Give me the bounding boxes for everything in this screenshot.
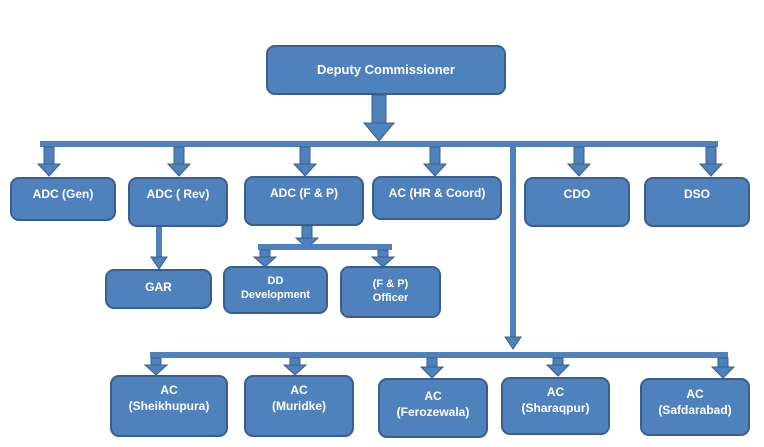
node-label-line1: AC bbox=[160, 383, 178, 397]
node-label: CDO bbox=[563, 187, 591, 201]
node-label-line1: AC bbox=[424, 389, 442, 403]
node-label-line1: DD bbox=[267, 275, 284, 287]
node-label-line2: (Muridke) bbox=[272, 398, 326, 413]
node-deputy-commissioner[interactable]: Deputy Commissioner bbox=[266, 45, 506, 95]
node-label-line2: Officer bbox=[372, 292, 409, 305]
node-label: ADC (F & P) bbox=[270, 186, 338, 200]
connector-gar-stem bbox=[156, 226, 162, 258]
connector-fp-bar bbox=[258, 244, 392, 250]
connector-main-bar bbox=[40, 141, 718, 147]
ac-arrows bbox=[143, 357, 736, 379]
node-label-line2: Development bbox=[240, 289, 311, 302]
node-fp-officer[interactable]: (F & P) Officer bbox=[340, 266, 441, 318]
connector-ac-stem bbox=[510, 147, 516, 337]
node-label-line1: AC bbox=[546, 385, 565, 399]
arrowhead-ac-stem bbox=[504, 336, 522, 350]
node-label: GAR bbox=[145, 280, 172, 294]
node-ac-hr-coord[interactable]: AC (HR & Coord) bbox=[372, 176, 502, 220]
node-dso[interactable]: DSO bbox=[644, 177, 750, 227]
node-label-line2: (Ferozewala) bbox=[396, 404, 470, 419]
node-dd-development[interactable]: DD Development bbox=[223, 266, 328, 314]
node-adc-gen[interactable]: ADC (Gen) bbox=[10, 177, 116, 221]
connector-ac-bar bbox=[150, 352, 728, 358]
node-cdo[interactable]: CDO bbox=[524, 177, 630, 227]
node-label: AC (HR & Coord) bbox=[388, 186, 486, 200]
node-label: Deputy Commissioner bbox=[317, 61, 455, 77]
node-gar[interactable]: GAR bbox=[105, 269, 212, 309]
connector-root-stem bbox=[371, 94, 387, 124]
arrowhead-gar bbox=[150, 256, 168, 270]
level1-arrows bbox=[36, 146, 724, 177]
node-label: ADC (Gen) bbox=[32, 187, 94, 201]
arrowhead-root bbox=[362, 122, 396, 142]
node-label-line2: (Sheikhupura) bbox=[128, 398, 210, 413]
node-ac-sheikhupura[interactable]: AC (Sheikhupura) bbox=[110, 375, 228, 437]
node-label-line1: (F & P) bbox=[372, 278, 409, 290]
node-label-line2: (Sharaqpur) bbox=[521, 400, 590, 415]
node-label-line2: (Safdarabad) bbox=[658, 402, 732, 417]
node-label-line1: AC bbox=[686, 387, 704, 401]
node-ac-sharaqpur[interactable]: AC (Sharaqpur) bbox=[501, 377, 610, 435]
node-adc-rev[interactable]: ADC ( Rev) bbox=[128, 177, 228, 227]
node-adc-fp[interactable]: ADC (F & P) bbox=[244, 176, 364, 226]
node-label: ADC ( Rev) bbox=[146, 187, 210, 201]
node-ac-ferozewala[interactable]: AC (Ferozewala) bbox=[378, 378, 488, 438]
node-label-line1: AC bbox=[290, 383, 308, 397]
node-ac-safdarabad[interactable]: AC (Safdarabad) bbox=[640, 378, 750, 436]
node-ac-muridke[interactable]: AC (Muridke) bbox=[244, 375, 354, 437]
node-label: DSO bbox=[683, 187, 710, 201]
